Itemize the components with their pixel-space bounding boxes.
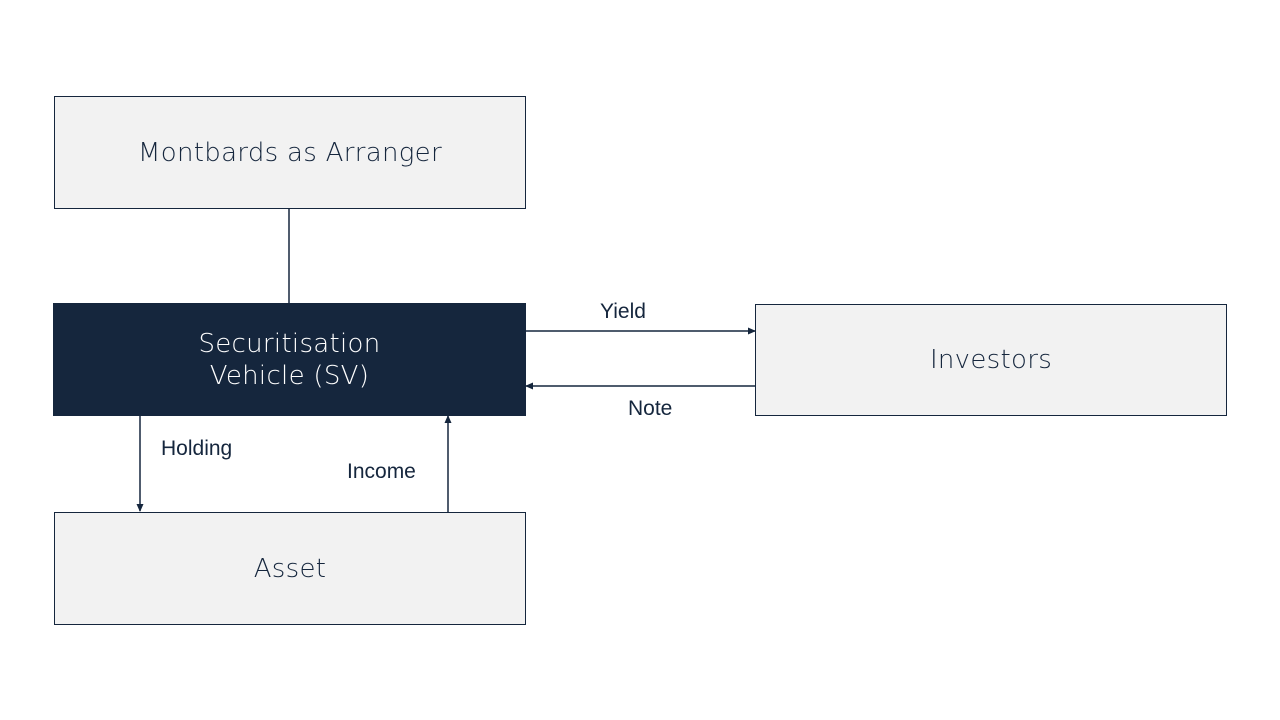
arranger-label: Montbards as Arranger (138, 137, 442, 168)
yield-label: Yield (600, 300, 646, 323)
holding-label: Holding (161, 437, 233, 460)
investors-label: Investors (929, 345, 1053, 375)
securitisation-vehicle-node: Securitisation Vehicle (SV) (53, 303, 526, 416)
asset-label: Asset (253, 553, 327, 584)
investors-node: Investors (755, 304, 1227, 416)
arranger-node: Montbards as Arranger (54, 96, 526, 209)
asset-node: Asset (54, 512, 526, 625)
securitisation-vehicle-label: Securitisation Vehicle (SV) (198, 328, 381, 391)
income-label: Income (347, 460, 416, 483)
note-label: Note (628, 397, 673, 420)
